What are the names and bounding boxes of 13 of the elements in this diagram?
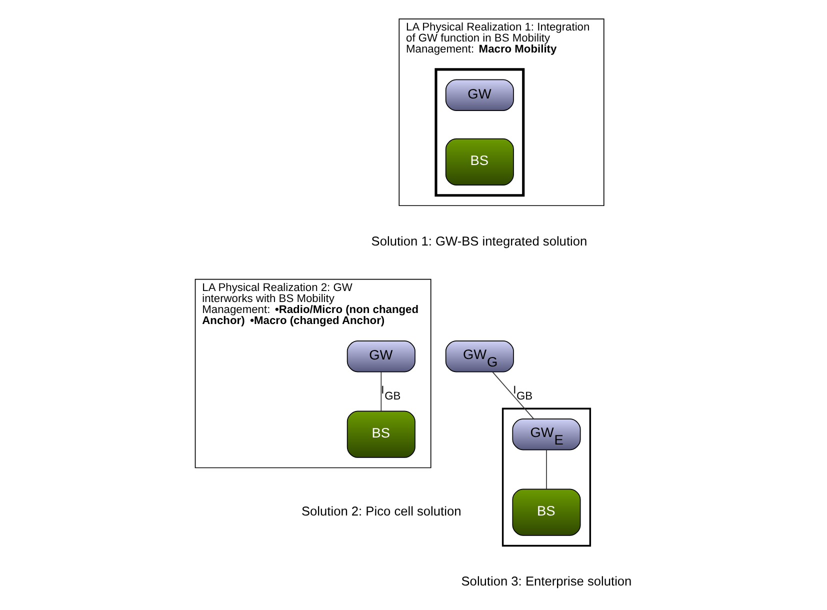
node-label: Solution 3: Enterprise solution bbox=[461, 574, 632, 589]
cluster bbox=[434, 68, 525, 197]
cluster bbox=[502, 408, 592, 547]
node-box: GW bbox=[445, 79, 514, 111]
node-label: Solution 1: GW-BS integrated solution bbox=[371, 233, 588, 248]
connector bbox=[380, 372, 382, 412]
node-box: BS bbox=[512, 488, 581, 536]
node-label: Solution 2: Pico cell solution bbox=[302, 503, 462, 518]
node-box: GW bbox=[346, 340, 416, 372]
connector bbox=[546, 449, 547, 490]
connector bbox=[492, 372, 534, 420]
node-box: BS bbox=[445, 138, 514, 186]
node-box: BS bbox=[346, 410, 416, 458]
